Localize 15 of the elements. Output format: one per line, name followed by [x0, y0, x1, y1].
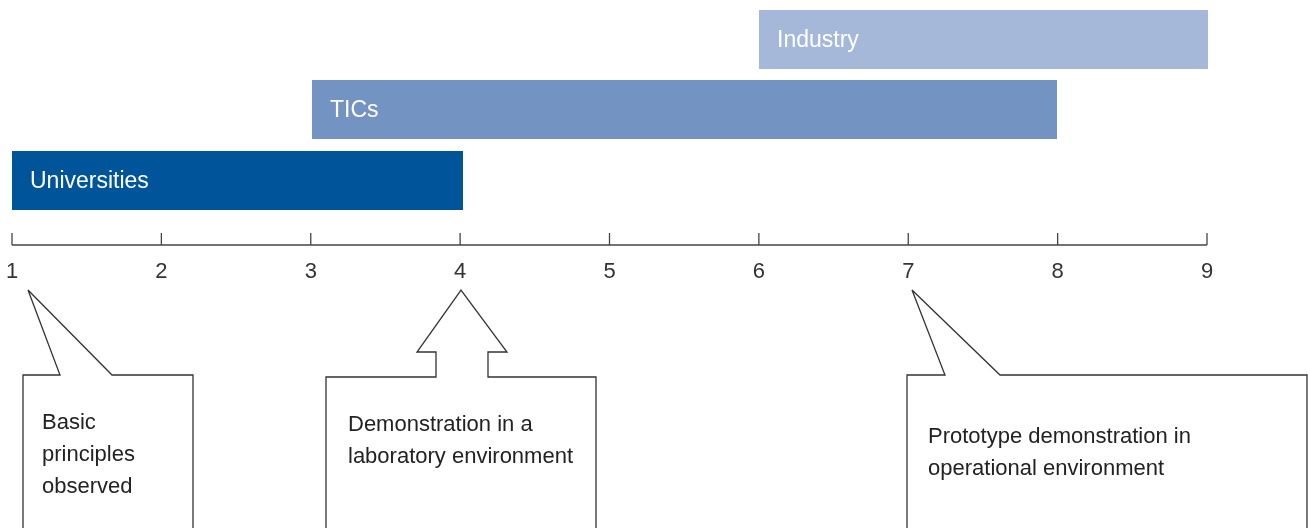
- range-bar: TICs: [312, 80, 1057, 139]
- tick-label: 3: [303, 258, 318, 284]
- range-bar: Industry: [759, 10, 1208, 69]
- range-bar: Universities: [12, 151, 463, 210]
- tick-label: 2: [154, 258, 169, 284]
- callout-text: Prototype demonstration in operational environment: [928, 422, 1192, 482]
- callout-text: Basic principles observed: [42, 408, 136, 500]
- tick-label: 8: [1050, 258, 1065, 284]
- tick-label: 4: [453, 258, 468, 284]
- tick-label: 6: [751, 258, 766, 284]
- tick-label: 1: [4, 258, 20, 284]
- callout-text: Demonstration in a laboratory environment: [348, 410, 574, 470]
- tick-label: 7: [901, 258, 916, 284]
- tick-label: 5: [602, 258, 617, 284]
- tick-label: 9: [1199, 258, 1215, 284]
